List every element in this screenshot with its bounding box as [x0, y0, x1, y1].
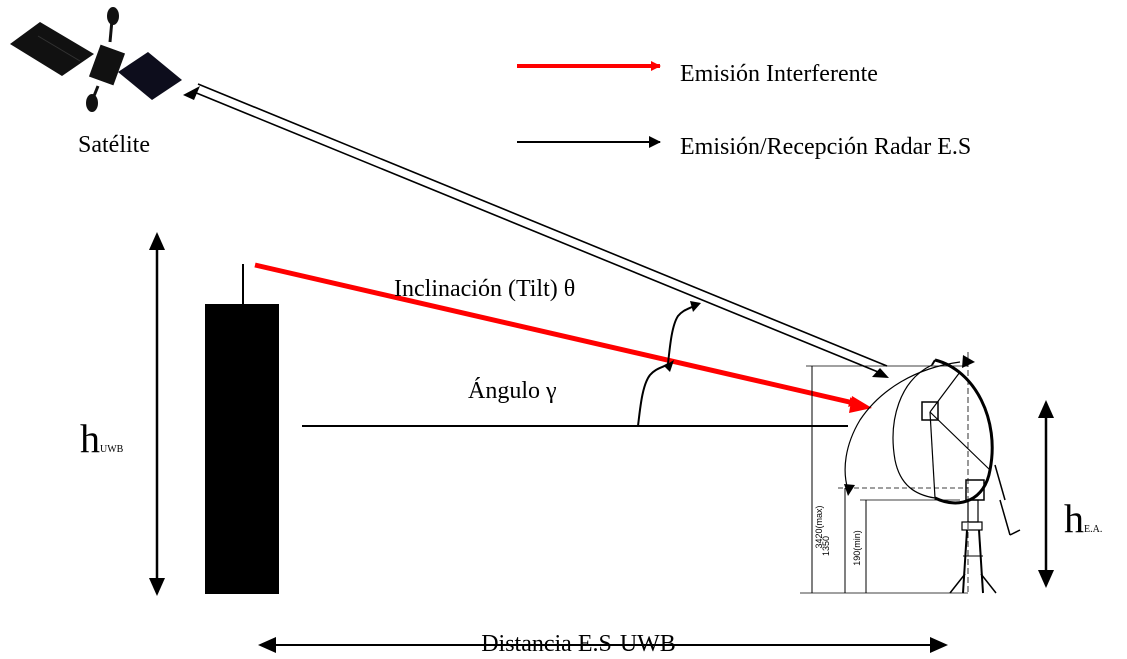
- h-uwb-arrow: [149, 232, 165, 596]
- radar-link: [183, 83, 889, 378]
- legend-interference-label: Emisión Interferente: [680, 61, 878, 87]
- h-ea-arrow: [1038, 400, 1054, 588]
- angle-gamma-arrowhead: [664, 360, 674, 372]
- legend: Emisión Interferente Emisión/Recepción R…: [517, 61, 971, 160]
- tilt-label: Inclinación (Tilt) θ: [394, 276, 575, 302]
- dim-max-label: 3420(max): [814, 505, 824, 548]
- tilt-theta-arc: [667, 305, 695, 365]
- distance-label-text: Distancia E.S-UWB: [481, 631, 676, 657]
- uwb-tower: [205, 264, 279, 594]
- distance-arrow: [258, 637, 948, 653]
- angle-label: Ángulo γ: [468, 378, 557, 404]
- interference-arrow: [254, 262, 859, 407]
- angle-gamma-arc: [637, 363, 669, 427]
- satellite-label: Satélite: [78, 132, 150, 158]
- dim-min-label: 190(min): [852, 530, 862, 566]
- h-ea-label: hE.A.: [1064, 496, 1102, 541]
- interference-arrowhead: [849, 396, 872, 413]
- distance-label-box: Distancia E.S-UWB: [0, 630, 1127, 659]
- h-uwb-label: hUWB: [80, 416, 124, 461]
- dim-mid-label: 1350: [821, 536, 831, 556]
- legend-radar-label: Emisión/Recepción Radar E.S: [680, 134, 971, 160]
- satellite-icon: [10, 7, 182, 112]
- tilt-theta-arrowhead: [690, 301, 701, 312]
- dish-antenna-icon: [800, 352, 1021, 594]
